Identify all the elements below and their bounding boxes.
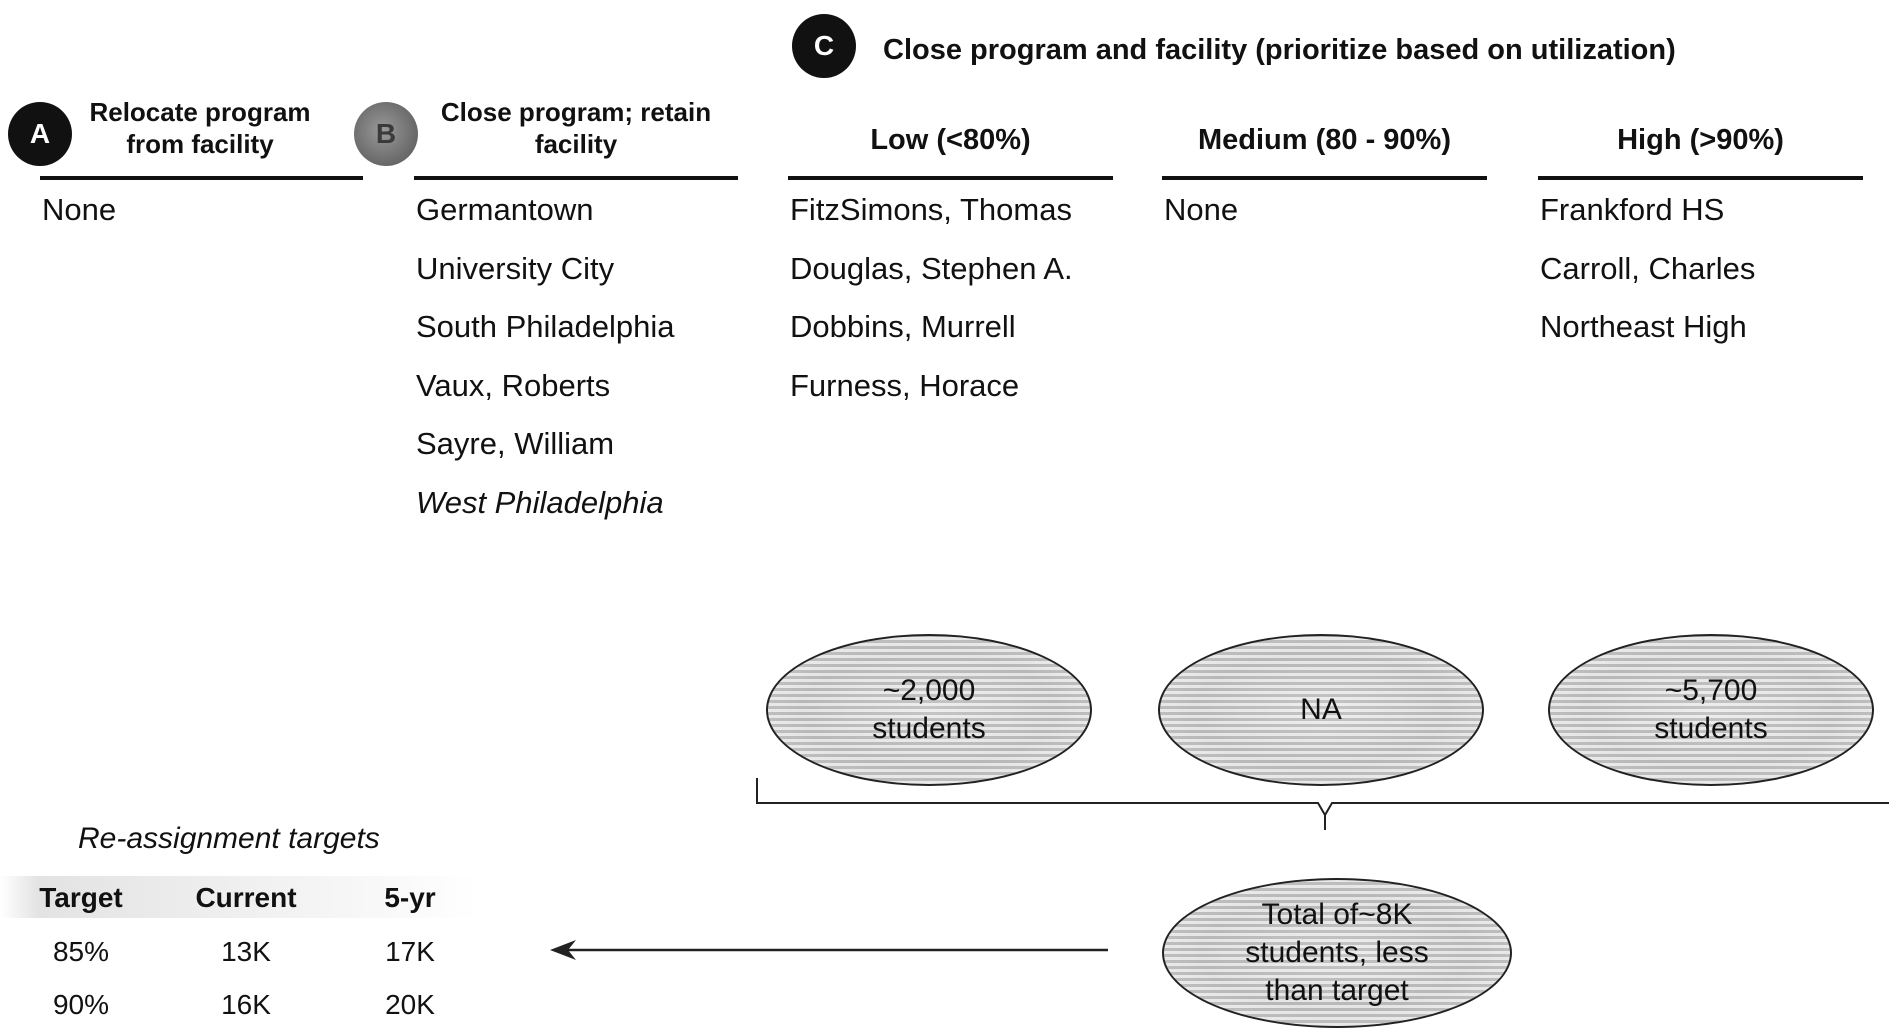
- table-cell: 17K: [385, 936, 435, 967]
- table-cell: 90%: [52, 989, 110, 1020]
- list-item: Carroll, Charles: [1540, 250, 1756, 286]
- option-b-heading-line2: facility: [534, 129, 618, 159]
- total-line1: Total of~8K: [1261, 898, 1413, 931]
- list-item: FitzSimons, Thomas: [790, 192, 1072, 227]
- group-low-heading: Low (<80%): [870, 124, 1031, 156]
- reassignment-table: Target Current 5-yr 85% 13K 17K 90% 16K …: [0, 0, 500, 1029]
- table-cell: 16K: [221, 989, 271, 1020]
- option-b-rule: [414, 176, 738, 180]
- bubble-high-line2: students: [1654, 712, 1768, 745]
- bubble-high-students: ~5,700 students: [1548, 634, 1874, 786]
- bubble-medium-line1: NA: [1300, 693, 1342, 726]
- list-item: University City: [416, 250, 615, 286]
- group-medium-rule: [1162, 176, 1487, 180]
- group-medium-list: None: [1164, 190, 1238, 249]
- group-low-list: FitzSimons, Thomas Douglas, Stephen A. D…: [790, 190, 1073, 424]
- option-c-title: Close program and facility (prioritize b…: [883, 34, 1676, 66]
- badge-b: B: [354, 102, 418, 166]
- table-header-target: Target: [39, 882, 123, 913]
- option-b-heading: Close program; retain facility: [424, 96, 728, 160]
- option-a-heading-line1: Relocate program: [89, 97, 311, 127]
- table-header-shade: [0, 876, 480, 918]
- list-item: Dobbins, Murrell: [790, 309, 1016, 344]
- table-header-current: Current: [195, 882, 297, 913]
- table-cell: 13K: [221, 936, 271, 967]
- option-b-list: Germantown University City South Philade…: [416, 190, 675, 541]
- list-item: South Philadelphia: [416, 309, 675, 344]
- list-item: Douglas, Stephen A.: [790, 250, 1073, 286]
- table-cell: 20K: [385, 989, 435, 1020]
- list-item: Sayre, William: [416, 426, 615, 461]
- badge-c: C: [792, 14, 856, 78]
- list-item-italic: West Philadelphia: [416, 484, 664, 520]
- table-cell: 85%: [52, 936, 110, 967]
- option-a-rule: [40, 176, 363, 180]
- reassignment-title: Re-assignment targets: [78, 822, 380, 855]
- group-high-rule: [1538, 176, 1863, 180]
- badge-c-letter: C: [813, 30, 835, 61]
- table-header-5yr: 5-yr: [384, 882, 436, 913]
- option-b-heading-line1: Close program; retain: [440, 97, 712, 127]
- option-a-heading: Relocate program from facility: [80, 96, 320, 160]
- bubble-high-line1: ~5,700: [1664, 674, 1758, 707]
- group-high-heading: High (>90%): [1617, 124, 1784, 156]
- bubble-low-line1: ~2,000: [882, 674, 976, 707]
- list-item: None: [42, 192, 117, 227]
- bubble-low-line2: students: [872, 712, 986, 745]
- total-bubble: Total of~8K students, less than target: [1162, 878, 1512, 1028]
- badge-b-letter: B: [375, 118, 397, 149]
- bubble-medium-students: NA: [1158, 634, 1484, 786]
- badge-a: A: [8, 102, 72, 166]
- badge-a-letter: A: [29, 118, 51, 149]
- group-high-list: Frankford HS Carroll, Charles Northeast …: [1540, 190, 1755, 366]
- arrow-head: [550, 940, 576, 960]
- list-item: Frankford HS: [1540, 192, 1725, 227]
- group-low-rule: [788, 176, 1113, 180]
- list-item: Germantown: [416, 192, 594, 227]
- group-medium-heading: Medium (80 - 90%): [1198, 124, 1451, 156]
- list-item: Northeast High: [1540, 309, 1747, 344]
- total-line2: students, less: [1245, 936, 1429, 969]
- summary-brace: [756, 778, 1889, 817]
- list-item: None: [1164, 192, 1239, 227]
- list-item: Vaux, Roberts: [416, 367, 611, 403]
- bubble-low-students: ~2,000 students: [766, 634, 1092, 786]
- option-a-list: None: [42, 190, 116, 249]
- option-a-heading-line2: from facility: [126, 129, 274, 159]
- list-item: Furness, Horace: [790, 367, 1020, 403]
- total-line3: than target: [1265, 974, 1409, 1007]
